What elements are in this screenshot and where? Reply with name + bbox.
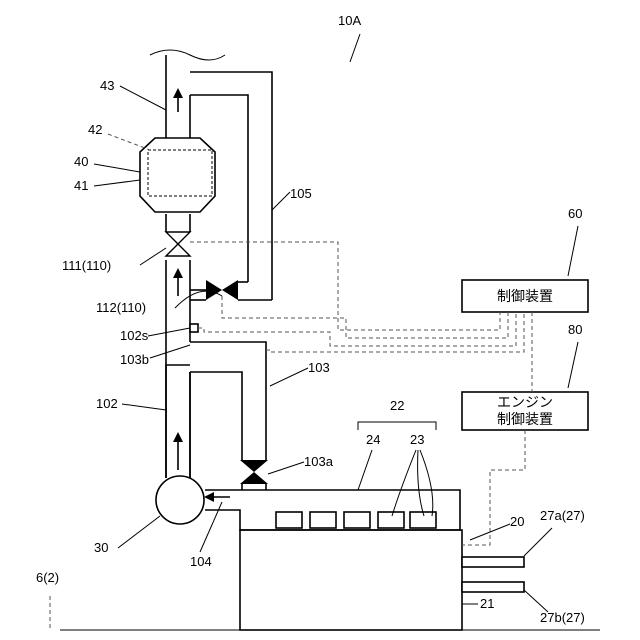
valve-111-lower (166, 244, 190, 256)
leader-10a (350, 34, 360, 62)
leader-103 (270, 368, 308, 386)
label-23: 23 (410, 432, 424, 447)
label-22: 22 (390, 398, 404, 413)
flow-arrow-102-upper-head (173, 268, 183, 278)
label-6-2: 6(2) (36, 570, 59, 585)
dpf-40 (140, 138, 215, 212)
label-42: 42 (88, 122, 102, 137)
label-41: 41 (74, 178, 88, 193)
label-112: 112(110) (96, 300, 146, 315)
brace-22 (358, 422, 436, 430)
engine-block (240, 530, 462, 630)
label-27a: 27a(27) (540, 508, 585, 523)
leader-80 (568, 342, 578, 388)
leader-102s (148, 328, 190, 336)
leader-27a (524, 528, 552, 556)
flow-arrow-102-head (173, 432, 183, 442)
egr-valve-103a (240, 460, 268, 472)
leader-103a (268, 462, 304, 474)
label-40: 40 (74, 154, 88, 169)
label-103: 103 (308, 360, 330, 375)
leader-27b (524, 590, 548, 612)
bypass-valve-112 (206, 280, 222, 300)
leader-42 (108, 134, 150, 150)
label-30: 30 (94, 540, 108, 555)
leader-40 (94, 164, 140, 172)
label-105: 105 (290, 186, 312, 201)
label-43: 43 (100, 78, 114, 93)
intake-ports (276, 512, 436, 528)
bypass-valve-112-right (222, 280, 238, 300)
label-20: 20 (510, 514, 524, 529)
leader-103b (150, 345, 190, 358)
egr-valve-103a-lower (240, 472, 268, 484)
leader-43 (120, 86, 166, 110)
label-104: 104 (190, 554, 212, 569)
engine-controller-line2: 制御装置 (497, 412, 553, 428)
output-shafts (462, 557, 524, 592)
leader-105 (272, 192, 290, 210)
label-102: 102 (96, 396, 118, 411)
label-111: 111(110) (62, 258, 111, 273)
label-24: 24 (366, 432, 380, 447)
egr-pipe-103 (190, 342, 266, 460)
label-27b: 27b(27) (540, 610, 585, 625)
leader-111 (140, 248, 166, 265)
engine-controller-line1: エンジン (497, 395, 553, 411)
label-102s: 102s (120, 328, 149, 343)
leader-60 (568, 226, 578, 276)
leader-23 (392, 450, 433, 516)
flow-arrow-104-head (204, 492, 214, 502)
label-80: 80 (568, 322, 582, 337)
leader-102 (122, 404, 166, 410)
label-103b: 103b (120, 352, 149, 367)
controller-label: 制御装置 (497, 289, 553, 305)
label-103a: 103a (304, 454, 334, 469)
leader-30 (118, 516, 160, 548)
valve-111 (166, 232, 190, 244)
sensor-102s (190, 324, 198, 332)
leader-24 (358, 450, 372, 490)
flow-arrow-43-head (173, 88, 183, 98)
pipe-break (150, 50, 225, 60)
label-10a: 10A (338, 13, 361, 28)
leader-41 (94, 180, 140, 186)
label-21: 21 (480, 596, 494, 611)
turbo-compressor (156, 476, 204, 524)
label-60: 60 (568, 206, 582, 221)
